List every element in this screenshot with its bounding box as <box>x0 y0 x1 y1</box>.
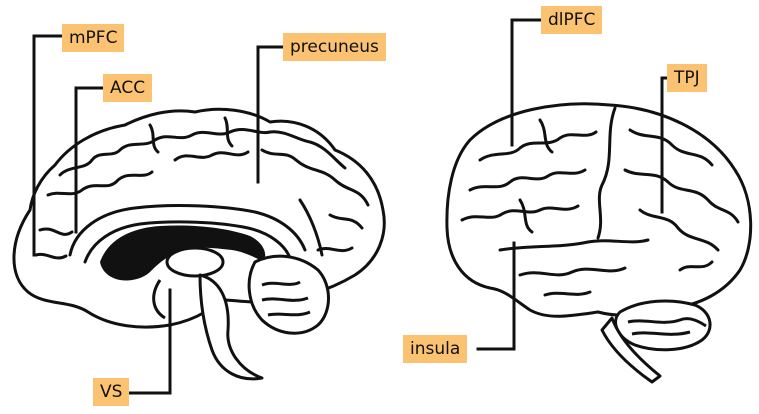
lateral-brain-drawing <box>447 104 751 317</box>
mpfc-leader <box>34 36 68 255</box>
dlpfc-label: dlPFC <box>541 6 602 34</box>
mpfc-label: mPFC <box>62 24 124 52</box>
precuneus-leader <box>258 47 288 182</box>
insula-label: insula <box>403 335 467 363</box>
acc-label: ACC <box>103 74 152 102</box>
brainstem-cerebellum-drawing <box>154 248 329 379</box>
tpj-label: TPJ <box>667 64 707 92</box>
lateral-cerebellum-drawing <box>602 301 710 382</box>
vs-label: VS <box>93 378 129 406</box>
precuneus-label: precuneus <box>283 33 386 61</box>
